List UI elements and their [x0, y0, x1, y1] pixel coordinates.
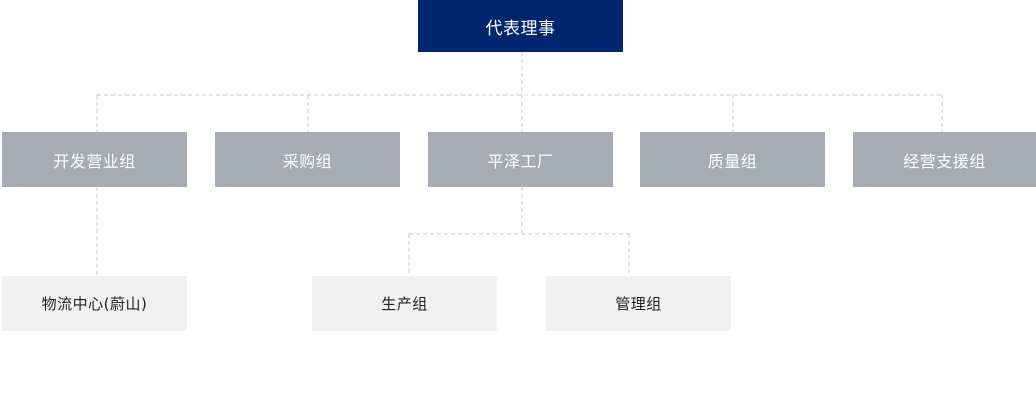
node-sub-logistics-center: 物流中心(蔚山)	[2, 276, 187, 331]
node-sub-production: 生产组	[312, 276, 497, 331]
node-root: 代表理事	[418, 0, 623, 52]
node-sub-management: 管理组	[546, 276, 731, 331]
node-dept-purchasing: 采购组	[215, 132, 400, 187]
node-dept-management-support: 经营支援组	[853, 132, 1036, 187]
node-dept-pyeongtaek-factory: 平泽工厂	[428, 132, 613, 187]
node-dept-development-sales: 开发营业组	[2, 132, 187, 187]
node-dept-quality: 质量组	[640, 132, 825, 187]
